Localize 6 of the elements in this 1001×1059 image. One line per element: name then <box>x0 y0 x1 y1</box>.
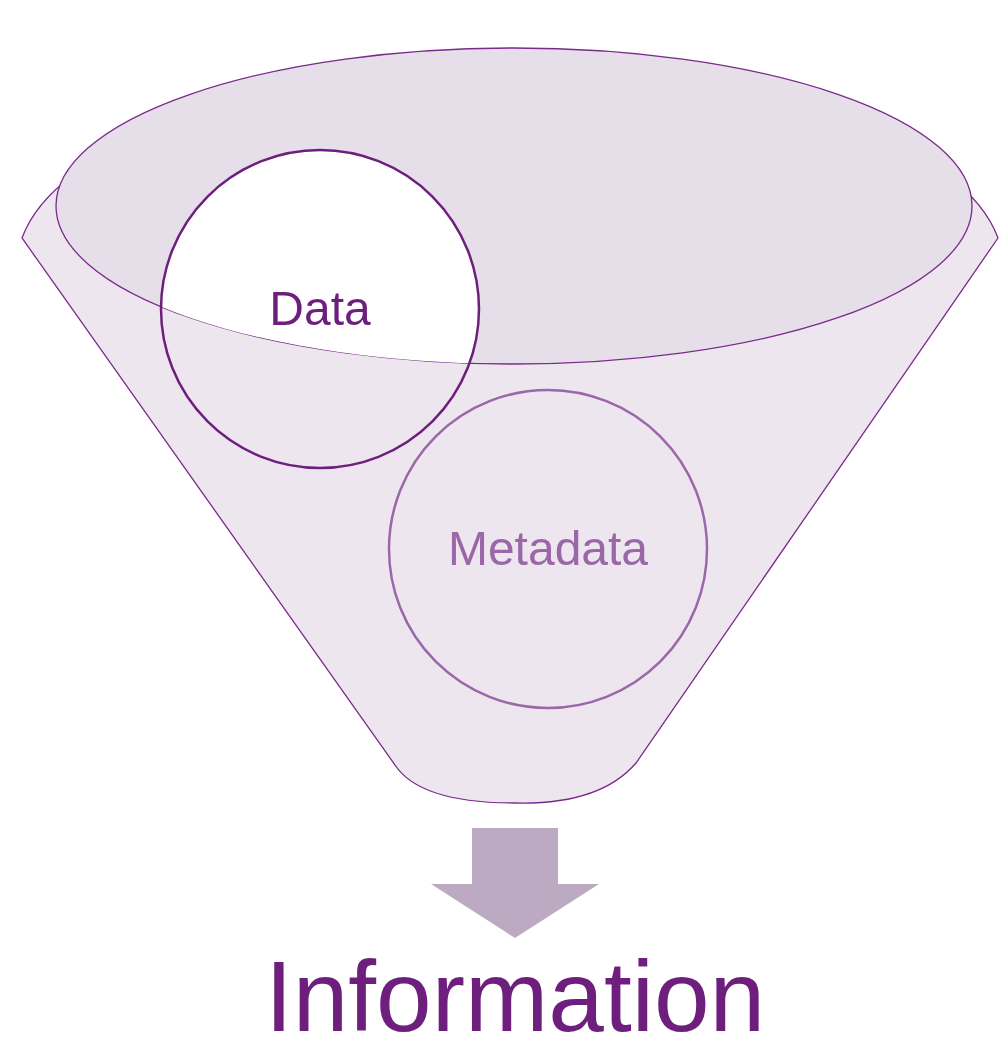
output-label: Information <box>150 940 880 1059</box>
circle-shape <box>160 149 480 469</box>
circle-label: Metadata <box>447 525 649 573</box>
circle-shape <box>388 389 708 709</box>
block-arrow <box>431 828 599 938</box>
circle-label: Data <box>269 285 371 333</box>
